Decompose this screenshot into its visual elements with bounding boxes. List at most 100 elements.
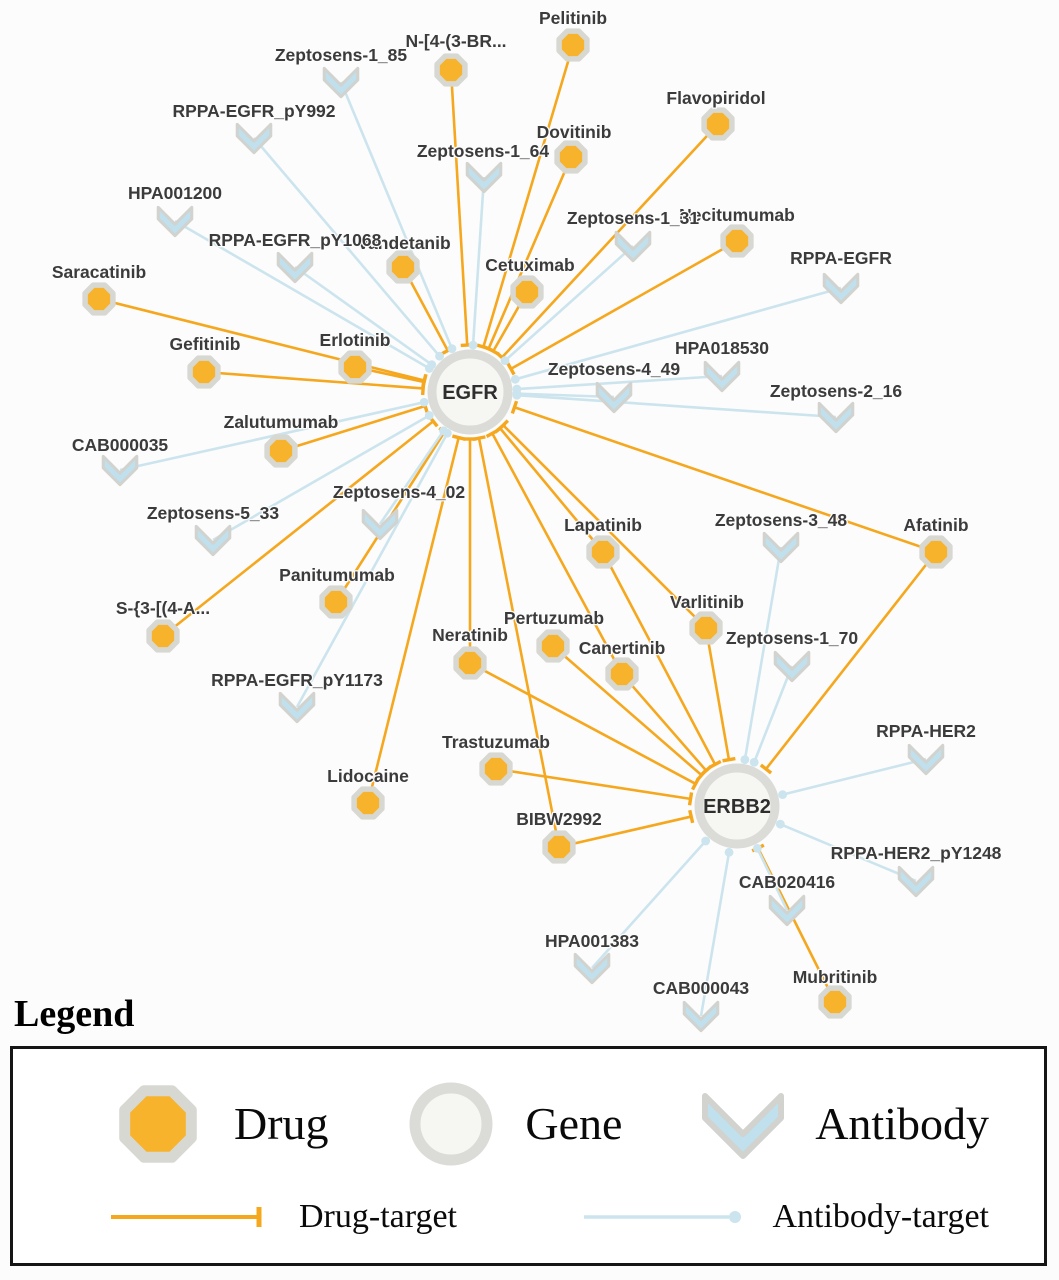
antibody-node-cab000043: [682, 1000, 720, 1033]
edge-z348-erbb2: [743, 546, 783, 760]
edge-lidocaine-egfr: [366, 437, 460, 804]
edge-z533-egfr: [212, 414, 430, 542]
antibody-target-dot-cap: [775, 819, 785, 829]
drug-node-trastuzumab: [479, 752, 513, 786]
antibody-target-dot-cap: [424, 411, 434, 420]
drug-label-necitumumab: Necitumumab: [679, 205, 795, 225]
drug-label-vandetanib: Vandetanib: [357, 233, 450, 253]
antibody-target-dot-cap: [510, 374, 520, 384]
antibody-node-z533: [194, 524, 232, 557]
drug-label-zalutumumab: Zalutumumab: [224, 412, 339, 432]
gene-node-erbb2: [694, 763, 780, 849]
antibody-node-z348: [762, 531, 800, 564]
edge-layer: [98, 44, 938, 1017]
drug-label-n4br: N-[4-(3-BR...: [405, 31, 506, 51]
drug-target-tee-cap: [451, 434, 466, 441]
edge-z216-egfr: [516, 393, 837, 419]
antibody-label-hpa001200: HPA001200: [128, 183, 222, 203]
edge-varlitinib-egfr: [502, 424, 707, 629]
antibody-label-z131: Zeptosens-1_31: [567, 208, 700, 228]
drug-label-pertuzumab: Pertuzumab: [504, 608, 604, 628]
drug-target-tee-cap: [688, 809, 695, 824]
drug-label-neratinib: Neratinib: [432, 625, 508, 645]
antibody-target-dot-cap: [468, 340, 478, 350]
antibody-node-cab000035: [101, 454, 139, 487]
antibody-node-py1248: [897, 865, 935, 898]
edge-py992-egfr: [253, 137, 441, 358]
drug-label-afatinib: Afatinib: [903, 515, 968, 535]
legend-title: Legend: [14, 993, 135, 1035]
drug-node-canertinib: [605, 657, 639, 691]
antibody-target-dot-cap: [435, 351, 444, 361]
drug-node-lidocaine: [351, 786, 385, 820]
antibody-label-z449: Zeptosens-4_49: [548, 359, 681, 379]
antibody-label-py1248: RPPA-HER2_pY1248: [831, 843, 1002, 863]
antibody-node-py1173: [278, 691, 316, 724]
antibody-target-dot-cap: [701, 836, 711, 846]
drug-node-zalutumumab: [264, 434, 298, 468]
legend-item-gene: Gene: [403, 1076, 622, 1172]
edge-lapatinib-egfr: [499, 427, 604, 553]
antibody-label-z348: Zeptosens-3_48: [715, 510, 848, 530]
drug-label-flavopiridol: Flavopiridol: [666, 88, 765, 108]
drug-label-cetuximab: Cetuximab: [485, 255, 574, 275]
antibody-target-edge-icon: [584, 1211, 742, 1224]
drug-node-necitumumab: [720, 224, 754, 258]
edge-flavopiridol-egfr: [500, 123, 719, 359]
antibody-target-dot-cap: [752, 843, 762, 853]
edge-py1173-egfr: [295, 432, 449, 708]
label-layer: EGFRERBB2PelitinibN-[4-(3-BR...Flavopiri…: [51, 7, 1003, 1000]
edge-rppa_egfr-egfr: [514, 286, 842, 381]
edge-cab000043-erbb2: [699, 852, 731, 1017]
edge-z164-egfr: [471, 176, 486, 346]
antibody-node-z402: [361, 508, 399, 541]
edge-n4br-egfr: [449, 69, 469, 346]
antibody-node-z170: [773, 650, 811, 683]
drug-node-s3a: [146, 619, 180, 653]
edge-afatinib-erbb2: [764, 551, 938, 770]
drug-node-dovitinib: [554, 140, 588, 174]
edge-rppa_her2-erbb2: [782, 757, 927, 796]
edge-z402-egfr: [378, 430, 445, 525]
antibody-node-z185: [322, 66, 360, 99]
edge-z131-egfr: [504, 245, 634, 362]
antibody-node-z449: [595, 381, 633, 414]
antibody-label-z216: Zeptosens-2_16: [770, 381, 903, 401]
edge-py1248-erbb2: [779, 822, 917, 883]
edge-necitumumab-egfr: [510, 239, 738, 370]
antibody-label-cab020416: CAB020416: [739, 872, 836, 892]
antibody-label-rppa_egfr: RPPA-EGFR: [790, 248, 892, 268]
drug-label-erlotinib: Erlotinib: [320, 330, 391, 350]
antibody-label-z533: Zeptosens-5_33: [147, 503, 280, 523]
antibody-node-cab020416: [768, 894, 806, 927]
edge-cab000035-egfr: [119, 400, 425, 472]
antibody-icon: [702, 1092, 785, 1159]
drug-target-tee-cap: [759, 763, 773, 775]
edge-bibw2992-egfr: [477, 437, 561, 848]
drug-node-varlitinib: [689, 611, 723, 645]
drug-node-bibw2992: [542, 830, 576, 864]
drug-target-tee-cap: [506, 362, 516, 376]
gene-node-egfr: [427, 349, 513, 435]
edge-py1068-egfr: [294, 265, 433, 366]
drug-node-afatinib: [919, 535, 953, 569]
drug-node-lapatinib: [586, 535, 620, 569]
antibody-target-dot-cap: [442, 428, 452, 438]
drug-label-varlitinib: Varlitinib: [670, 592, 744, 612]
antibody-label-z170: Zeptosens-1_70: [726, 628, 859, 648]
legend-edge-row: Drug-target Antibody-target: [13, 1198, 1044, 1236]
antibody-label-hpa018530: HPA018530: [675, 338, 769, 358]
drug-node-gefitinib: [187, 355, 221, 389]
node-layer: [82, 28, 953, 1033]
antibody-label-rppa_her2: RPPA-HER2: [876, 721, 976, 741]
antibody-target-dot-cap: [740, 755, 750, 765]
drug-node-panitumumab: [319, 585, 353, 619]
drug-label-saracatinib: Saracatinib: [52, 262, 146, 282]
drug-target-tee-cap: [485, 428, 499, 438]
antibody-target-dot-cap: [447, 344, 457, 354]
legend-label-drug: Drug: [234, 1098, 329, 1150]
legend-label-antibody: Antibody: [815, 1098, 989, 1150]
drug-label-canertinib: Canertinib: [579, 638, 666, 658]
edge-trastuzumab-erbb2: [495, 767, 691, 801]
drug-node-pertuzumab: [536, 629, 570, 663]
